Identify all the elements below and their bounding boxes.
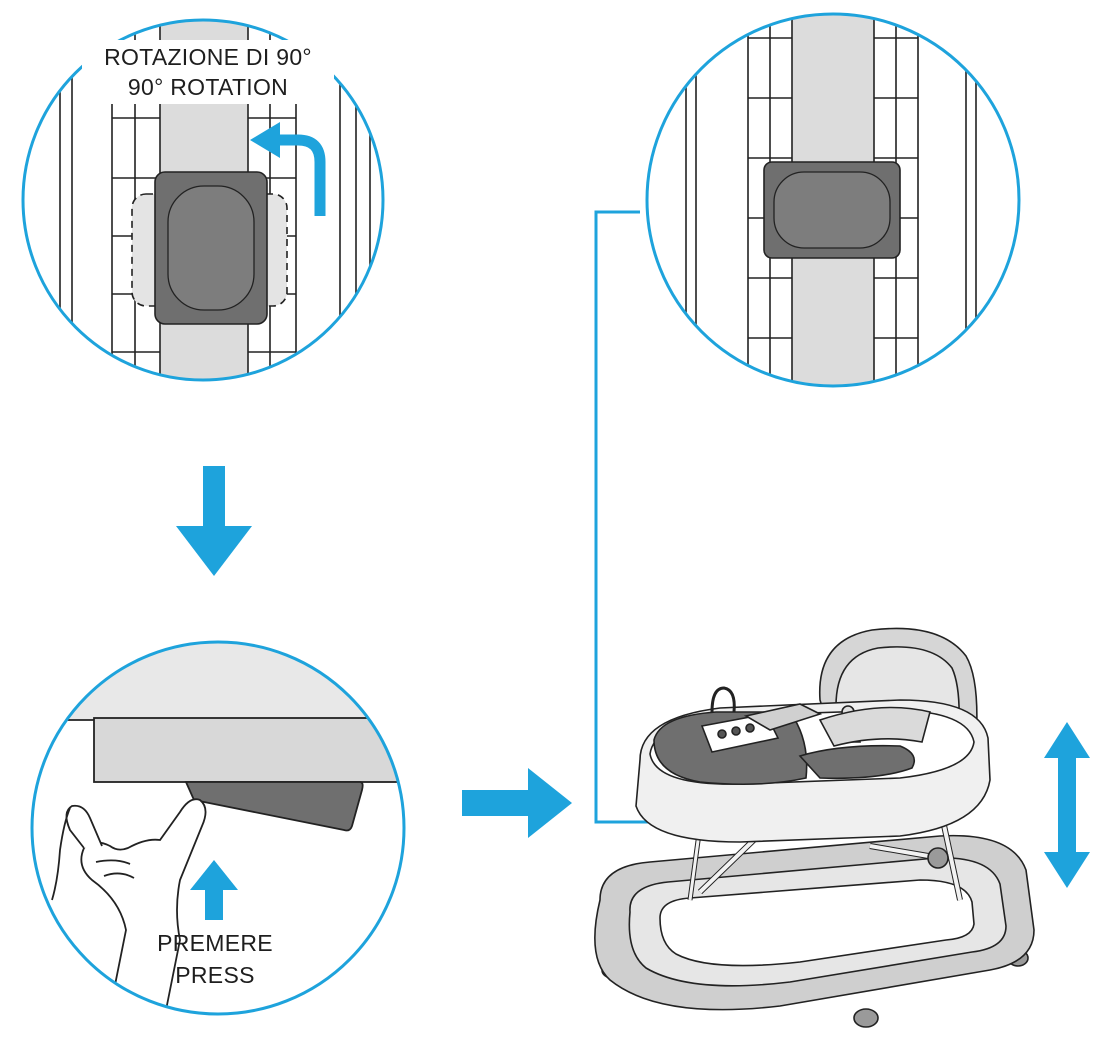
double-arrow-vertical-icon [1044, 722, 1090, 888]
arrow-up-icon [190, 860, 238, 920]
rotation-label-it: ROTAZIONE DI 90° [104, 44, 312, 70]
locked-detail-circle [645, 12, 1021, 388]
baby-walker-illustration [594, 627, 1035, 1028]
arrow-right-icon [462, 768, 572, 838]
press-label-it: PREMERE [157, 930, 273, 956]
rotation-label-en: 90° ROTATION [127, 74, 289, 100]
arrow-down-icon [176, 466, 252, 576]
press-label-en: PRESS [175, 962, 255, 988]
curved-arrow-icon [250, 122, 326, 216]
